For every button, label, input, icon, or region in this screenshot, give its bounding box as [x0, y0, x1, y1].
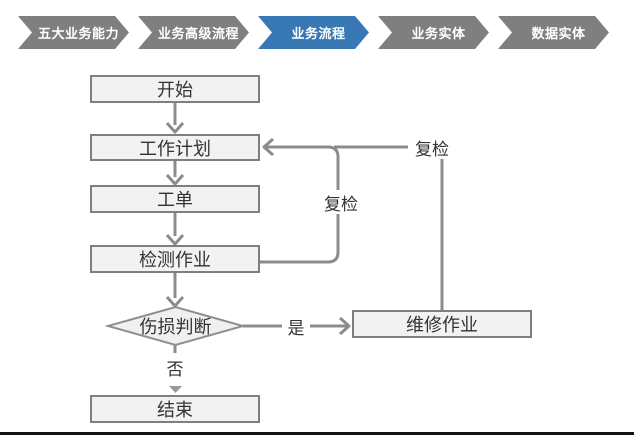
arrowhead-down-icon — [165, 234, 185, 246]
node-start: 开始 — [90, 75, 260, 103]
node-label: 维修作业 — [406, 315, 478, 335]
nav-tab-business-entity[interactable]: 业务实体 — [378, 16, 489, 49]
edge-label-recheck-loop: 复检 — [320, 190, 362, 214]
nav-tab-label: 业务实体 — [411, 26, 466, 41]
edge-label-text: 是 — [287, 318, 305, 338]
nav-tab-five-capabilities[interactable]: 五大业务能力 — [18, 16, 129, 49]
nav-tab-label: 业务高级流程 — [157, 26, 239, 41]
arrowhead-small-down-icon — [169, 386, 182, 393]
arrowhead-down-icon — [165, 174, 185, 186]
node-label: 工作计划 — [139, 138, 211, 159]
nav-tab-data-entity[interactable]: 数据实体 — [498, 16, 609, 49]
node-damage-decision: 伤损判断 — [112, 314, 239, 338]
nav-tab-business-process[interactable]: 业务流程 — [258, 16, 369, 49]
edge-label-text: 否 — [166, 359, 184, 379]
edge-recheck-from-repair — [334, 145, 444, 310]
nav-tab-label: 五大业务能力 — [37, 26, 119, 41]
node-end: 结束 — [90, 395, 260, 423]
arrowhead-left-icon — [262, 137, 274, 157]
arrowhead-right-icon — [339, 316, 351, 336]
node-inspection-job: 检测作业 — [90, 245, 260, 273]
edge-label-text: 复检 — [324, 194, 358, 214]
bottom-border-line — [0, 432, 634, 435]
nav-tab-advanced-process[interactable]: 业务高级流程 — [138, 16, 249, 49]
edge-label-no: 否 — [161, 355, 189, 379]
node-label: 伤损判断 — [139, 317, 212, 337]
arrowhead-down-icon — [165, 122, 185, 134]
nav-tab-label: 业务流程 — [291, 26, 346, 41]
arrowhead-down-icon — [165, 296, 185, 308]
node-label: 结束 — [157, 400, 193, 420]
node-work-order: 工单 — [90, 185, 260, 213]
edge-label-text: 复检 — [415, 139, 449, 159]
node-work-plan: 工作计划 — [90, 134, 260, 161]
node-label: 工单 — [157, 190, 193, 210]
node-label: 检测作业 — [139, 250, 211, 270]
edge-label-recheck-repair: 复检 — [408, 135, 456, 159]
edge-label-yes: 是 — [282, 314, 310, 338]
node-label: 开始 — [157, 80, 193, 100]
nav-tab-label: 数据实体 — [531, 26, 586, 41]
node-repair-job: 维修作业 — [352, 310, 532, 338]
